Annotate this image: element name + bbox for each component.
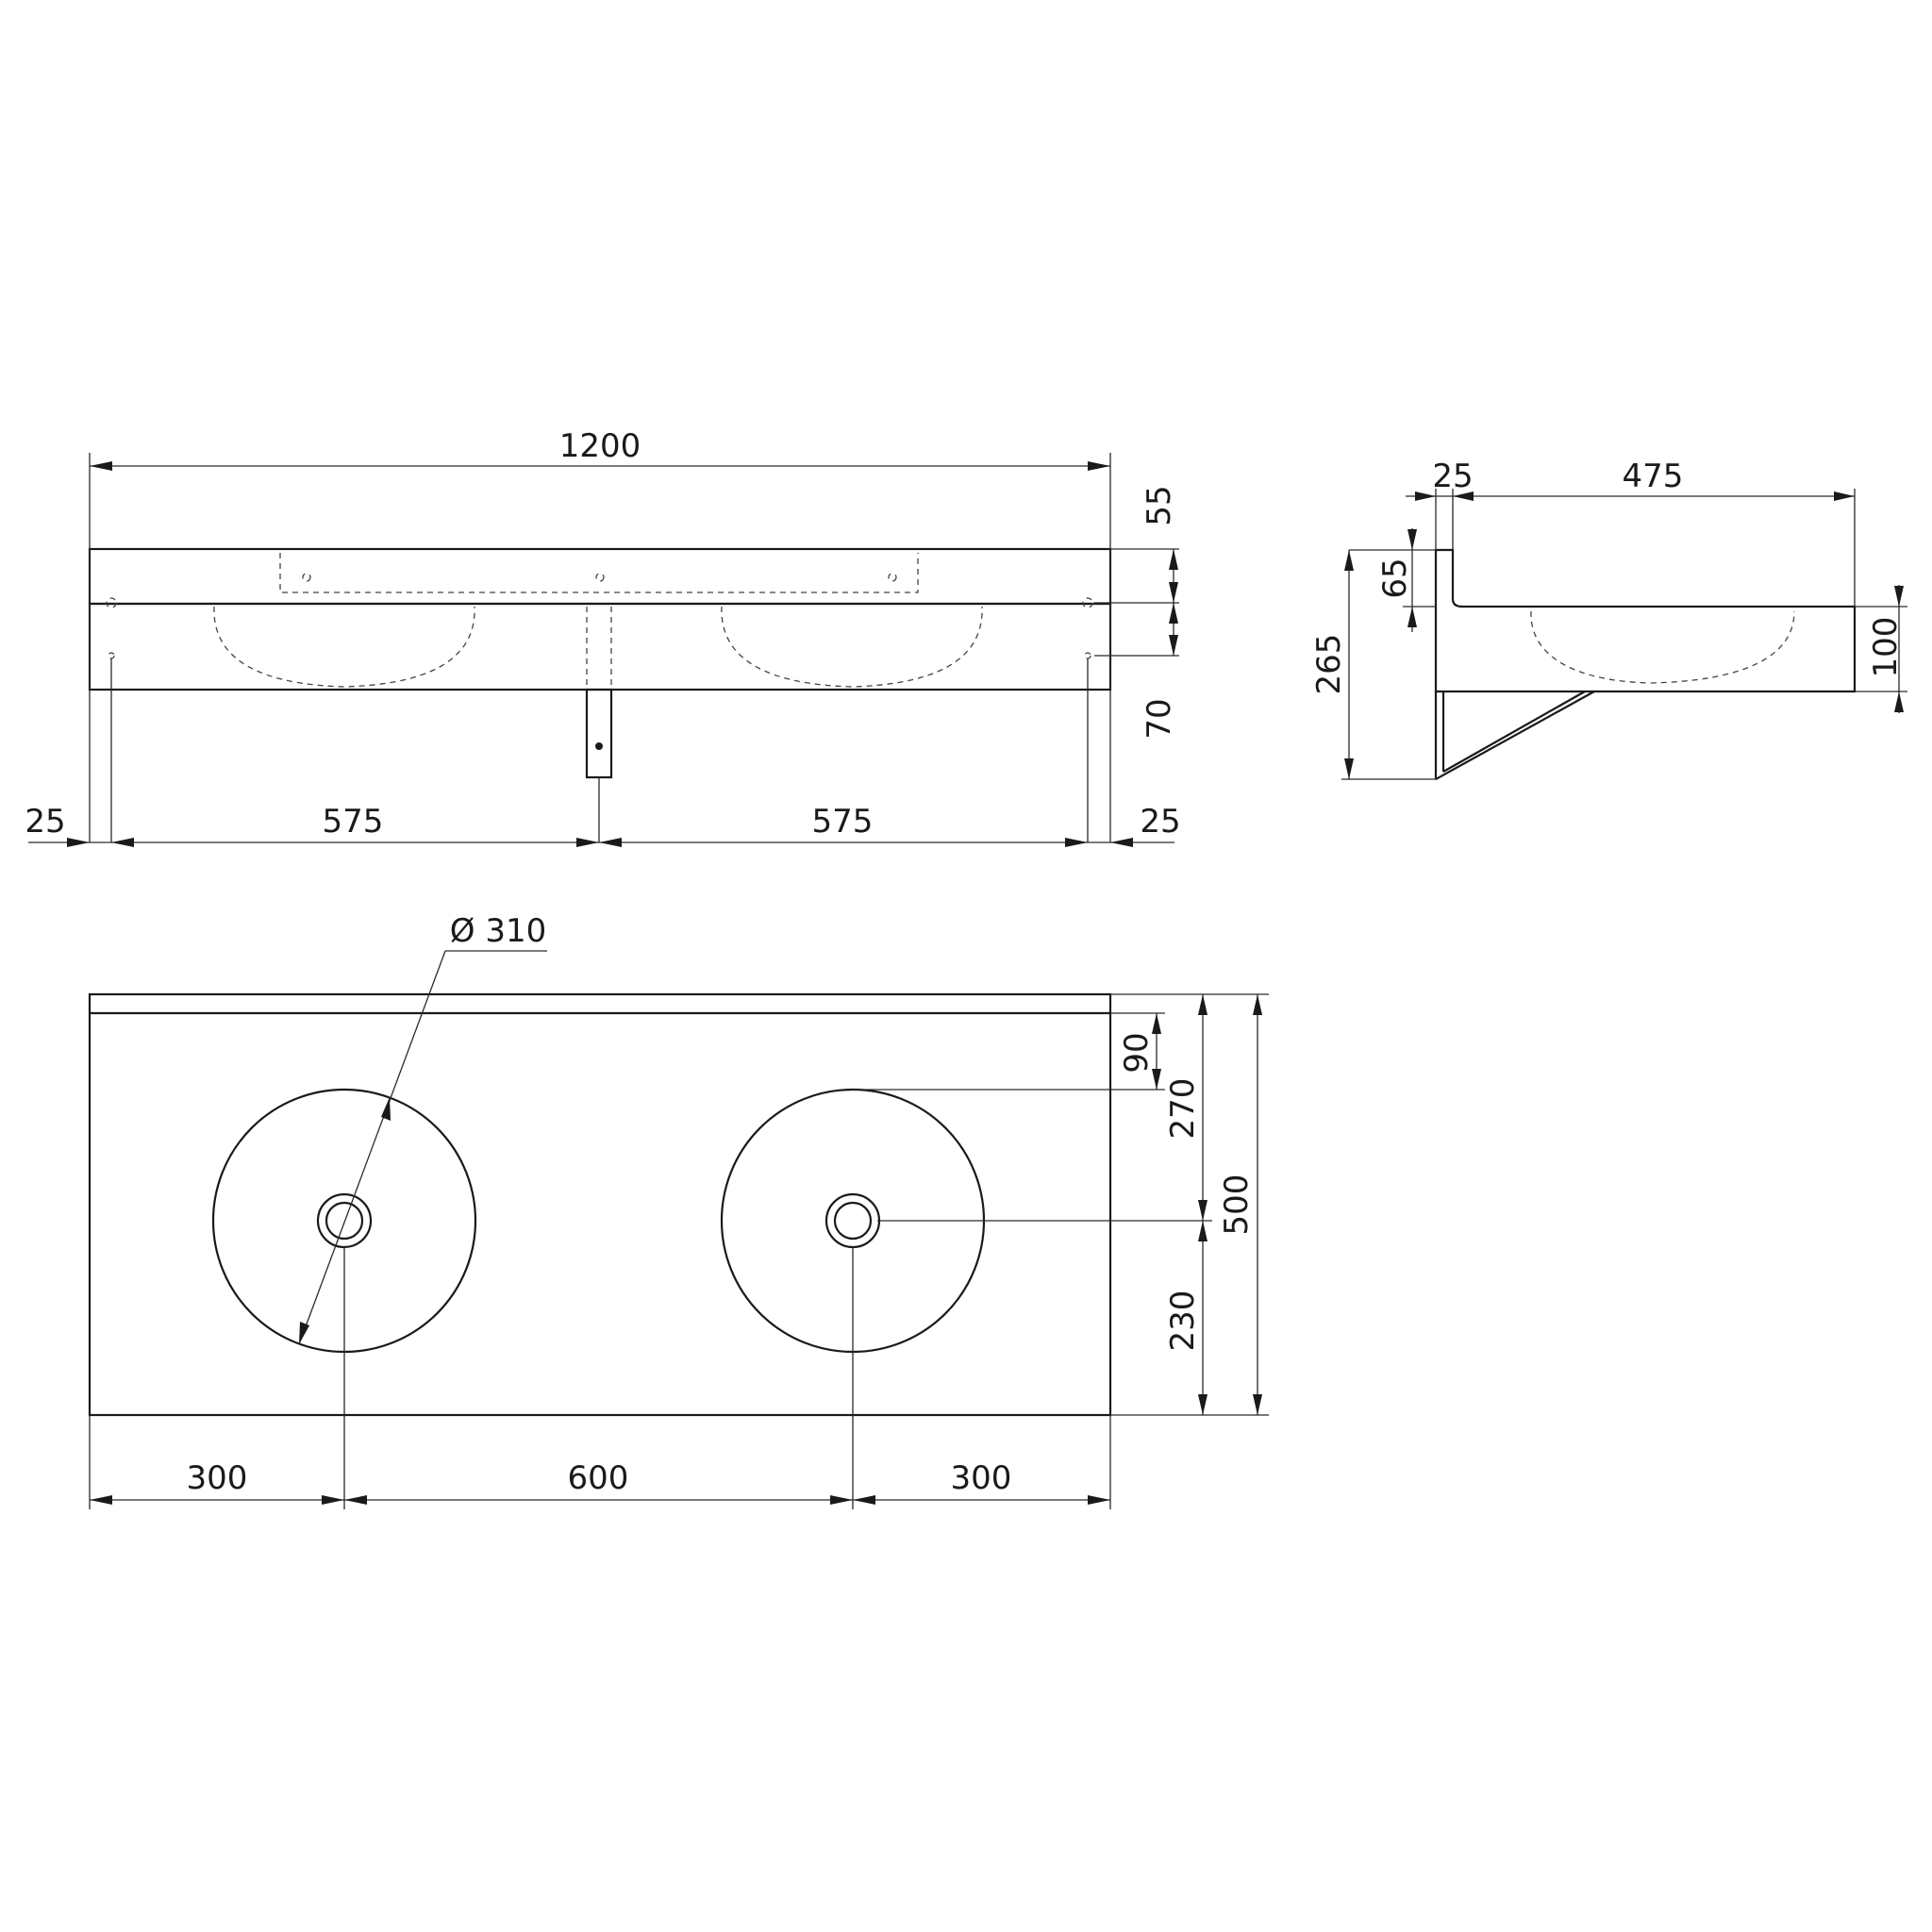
top-view: Ø 310 90 270 230 500 300 bbox=[88, 912, 1269, 1509]
hidden-backplate bbox=[279, 553, 919, 593]
arrowhead bbox=[344, 1495, 367, 1505]
dim-label-overall-depth: 500 bbox=[1218, 1174, 1256, 1236]
dim-label-1200: 1200 bbox=[559, 427, 641, 465]
hidden-bowl-right bbox=[721, 606, 983, 688]
waste-left-inner bbox=[325, 1201, 364, 1241]
dim-label-depth: 475 bbox=[1623, 458, 1684, 495]
arrowhead bbox=[1169, 582, 1178, 603]
waste-right-inner bbox=[833, 1201, 873, 1241]
dim-label-70: 70 bbox=[1141, 698, 1178, 739]
arrowhead bbox=[1407, 529, 1417, 550]
arrowhead bbox=[1169, 549, 1178, 570]
dim-label-left-to-waste: 300 bbox=[187, 1459, 248, 1497]
arrowhead bbox=[1415, 491, 1436, 501]
arrowhead bbox=[322, 1495, 344, 1505]
dim-label-waste-to-right: 300 bbox=[951, 1459, 1012, 1497]
dim-label-total-height: 265 bbox=[1310, 634, 1348, 695]
dim-label-waste-spacing: 600 bbox=[568, 1459, 629, 1497]
arrowhead bbox=[1169, 603, 1178, 624]
arrowhead bbox=[1152, 1069, 1161, 1090]
fixing-hole bbox=[1082, 597, 1093, 608]
arrowhead bbox=[576, 838, 599, 847]
hidden-bowl-side bbox=[1530, 610, 1795, 684]
dim-label-rear-to-waste: 270 bbox=[1164, 1078, 1202, 1140]
fixing-hole bbox=[108, 652, 115, 659]
front-apron bbox=[88, 602, 1112, 691]
waste-pipe-dot bbox=[595, 742, 603, 750]
arrowhead bbox=[853, 1495, 875, 1505]
arrowhead bbox=[1088, 1495, 1110, 1505]
dim-label-right-offset: 25 bbox=[1140, 803, 1180, 841]
dim-label-rear-to-bowl: 90 bbox=[1118, 1032, 1156, 1073]
dim-label-right-spacing: 575 bbox=[812, 803, 874, 841]
bracket-diagonal bbox=[1435, 691, 1595, 780]
arrowhead bbox=[830, 1495, 853, 1505]
arrowhead bbox=[1453, 491, 1474, 501]
dim-label-upstand-height: 65 bbox=[1376, 558, 1414, 598]
arrowhead bbox=[1152, 1013, 1161, 1034]
arrowhead bbox=[1198, 1200, 1208, 1221]
arrowhead bbox=[1198, 1221, 1208, 1241]
arrowhead bbox=[111, 838, 134, 847]
arrowhead bbox=[1894, 586, 1904, 607]
bracket-diagonal-inner bbox=[1442, 691, 1586, 773]
front-view: 1200 55 70 25 575 575 25 bbox=[25, 427, 1181, 847]
hidden-screw bbox=[302, 573, 311, 582]
arrowhead bbox=[90, 1495, 112, 1505]
hidden-screw bbox=[888, 573, 897, 582]
arrowhead bbox=[1065, 838, 1088, 847]
arrowhead bbox=[1407, 607, 1417, 627]
arrowhead bbox=[1834, 491, 1855, 501]
arrowhead bbox=[299, 1322, 309, 1344]
dim-label-front-to-waste: 230 bbox=[1164, 1291, 1202, 1352]
top-outline bbox=[88, 992, 1112, 1417]
side-view: 25 475 65 265 100 bbox=[1310, 458, 1907, 780]
dim-label-upstand-thickness: 25 bbox=[1432, 458, 1473, 495]
dim-label-diameter: Ø 310 bbox=[450, 912, 546, 950]
dim-label-bowl-depth: 100 bbox=[1867, 617, 1905, 678]
arrowhead bbox=[1894, 691, 1904, 712]
arrowhead bbox=[1344, 758, 1354, 779]
arrowhead bbox=[1344, 550, 1354, 571]
dim-label-55: 55 bbox=[1141, 485, 1178, 525]
front-top-band bbox=[88, 547, 1112, 606]
hidden-bowl-left bbox=[213, 606, 475, 688]
dim-label-left-offset: 25 bbox=[25, 803, 65, 841]
side-profile bbox=[1434, 548, 1857, 693]
dim-label-left-spacing: 575 bbox=[323, 803, 384, 841]
fixing-hole bbox=[1084, 652, 1091, 659]
arrowhead bbox=[1253, 994, 1262, 1015]
arrowhead bbox=[1169, 635, 1178, 656]
arrowhead bbox=[381, 1097, 391, 1121]
arrowhead bbox=[1088, 461, 1110, 471]
hidden-screw bbox=[595, 573, 605, 582]
arrowhead bbox=[1253, 1394, 1262, 1415]
arrowhead bbox=[67, 838, 90, 847]
arrowhead bbox=[1198, 1394, 1208, 1415]
waste-pipe bbox=[585, 688, 613, 779]
arrowhead bbox=[90, 461, 112, 471]
diameter-leader bbox=[298, 950, 446, 1345]
arrowhead bbox=[599, 838, 622, 847]
arrowhead bbox=[1198, 994, 1208, 1015]
fixing-hole bbox=[106, 597, 117, 608]
arrowhead bbox=[1110, 838, 1133, 847]
